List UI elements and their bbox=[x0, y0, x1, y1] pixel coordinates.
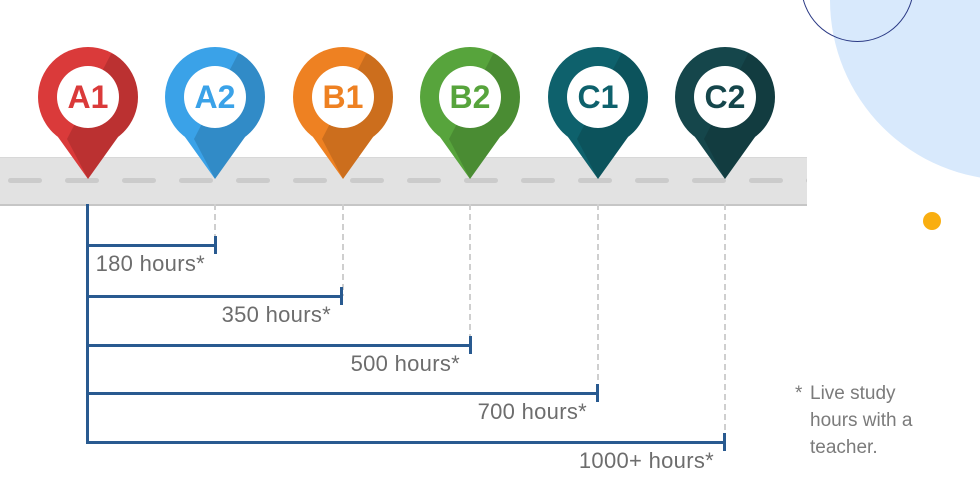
pin-level-label: A1 bbox=[67, 79, 108, 115]
road-center-dash bbox=[692, 178, 726, 183]
footnote-line: teacher. bbox=[810, 437, 878, 458]
hours-label-500-hours: 500 hours* bbox=[350, 351, 460, 376]
pin-level-label: C2 bbox=[705, 79, 746, 115]
guide-dashed-line-c2 bbox=[724, 204, 726, 442]
guide-dashed-line-a2 bbox=[214, 204, 216, 245]
road-center-dash bbox=[635, 178, 669, 183]
level-pin-a2: A2 bbox=[165, 47, 265, 179]
pin-tail bbox=[312, 137, 373, 179]
road-center-dash bbox=[464, 178, 498, 183]
footnote: * Live study hours with a teacher. bbox=[795, 380, 965, 461]
pin-tail bbox=[185, 137, 245, 179]
bracket-main-vertical-line bbox=[85, 204, 89, 444]
bracket-end-cap-b2 bbox=[468, 336, 472, 354]
road-center-dash bbox=[236, 178, 270, 183]
bracket-line-350-hours bbox=[87, 294, 341, 298]
pin-inner-circle bbox=[694, 66, 756, 128]
pin-shadow bbox=[66, 54, 138, 179]
level-pin-a1: A1 bbox=[37, 47, 138, 179]
pin-level-label: A2 bbox=[195, 79, 236, 115]
pin-shadow bbox=[449, 54, 520, 179]
bracket-line-700-hours bbox=[87, 391, 597, 395]
hours-label-180-hours: 180 hours* bbox=[95, 251, 205, 276]
pin-tail bbox=[695, 137, 755, 179]
road-center-dash bbox=[8, 178, 42, 183]
road-center-dash bbox=[122, 178, 156, 183]
pin-level-label: B2 bbox=[450, 79, 491, 115]
level-pin-b2: B2 bbox=[420, 47, 520, 179]
bracket-line-180-hours bbox=[87, 243, 215, 247]
pin-shadow bbox=[194, 54, 265, 179]
pin-inner-circle bbox=[56, 66, 119, 128]
pin-tail bbox=[440, 137, 500, 179]
pin-inner-circle bbox=[184, 66, 246, 128]
road-center-dash bbox=[407, 178, 441, 183]
road-center-dash bbox=[578, 178, 612, 183]
level-pin-b1: B1 bbox=[292, 47, 393, 179]
footnote-line: hours with a bbox=[810, 410, 913, 431]
pin-tail bbox=[57, 137, 118, 179]
pin-shadow bbox=[704, 54, 775, 179]
decor-yellow-dot bbox=[923, 212, 941, 230]
bracket-end-cap-b1 bbox=[339, 287, 343, 305]
bracket-line-500-hours bbox=[87, 343, 470, 347]
pin-inner-circle bbox=[311, 66, 374, 128]
footnote-line: Live study bbox=[810, 383, 896, 404]
hours-label-1000-hours: 1000+ hours* bbox=[578, 448, 714, 473]
footnote-asterisk: * bbox=[795, 383, 803, 404]
bracket-end-cap-a2 bbox=[213, 236, 217, 254]
road-center-dash bbox=[806, 178, 807, 183]
hours-label-700-hours: 700 hours* bbox=[477, 399, 587, 424]
footnote-text: Live study hours with a teacher. bbox=[810, 380, 965, 461]
pin-tail bbox=[567, 137, 628, 179]
pin-shadow bbox=[576, 54, 648, 179]
road-center-dash bbox=[521, 178, 555, 183]
hours-label-350-hours: 350 hours* bbox=[221, 302, 331, 327]
pin-shadow bbox=[321, 54, 393, 179]
road-center-dash bbox=[749, 178, 783, 183]
road-center-dash bbox=[179, 178, 213, 183]
pin-inner-circle bbox=[566, 66, 629, 128]
pin-level-label: B1 bbox=[322, 79, 363, 115]
guide-dashed-line-b1 bbox=[341, 204, 344, 296]
bracket-line-1000-hours bbox=[87, 440, 724, 444]
road-center-dash bbox=[350, 178, 384, 183]
bracket-end-cap-c1 bbox=[595, 384, 599, 402]
road-center-dash bbox=[65, 178, 99, 183]
bracket-end-cap-c2 bbox=[722, 433, 726, 451]
road bbox=[0, 157, 807, 206]
pin-inner-circle bbox=[439, 66, 501, 128]
guide-dashed-line-c1 bbox=[596, 204, 599, 393]
level-pin-c2: C2 bbox=[675, 47, 775, 179]
road-center-dash bbox=[293, 178, 327, 183]
pin-level-label: C1 bbox=[577, 79, 618, 115]
level-pin-c1: C1 bbox=[547, 47, 648, 179]
guide-dashed-line-b2 bbox=[469, 204, 471, 345]
